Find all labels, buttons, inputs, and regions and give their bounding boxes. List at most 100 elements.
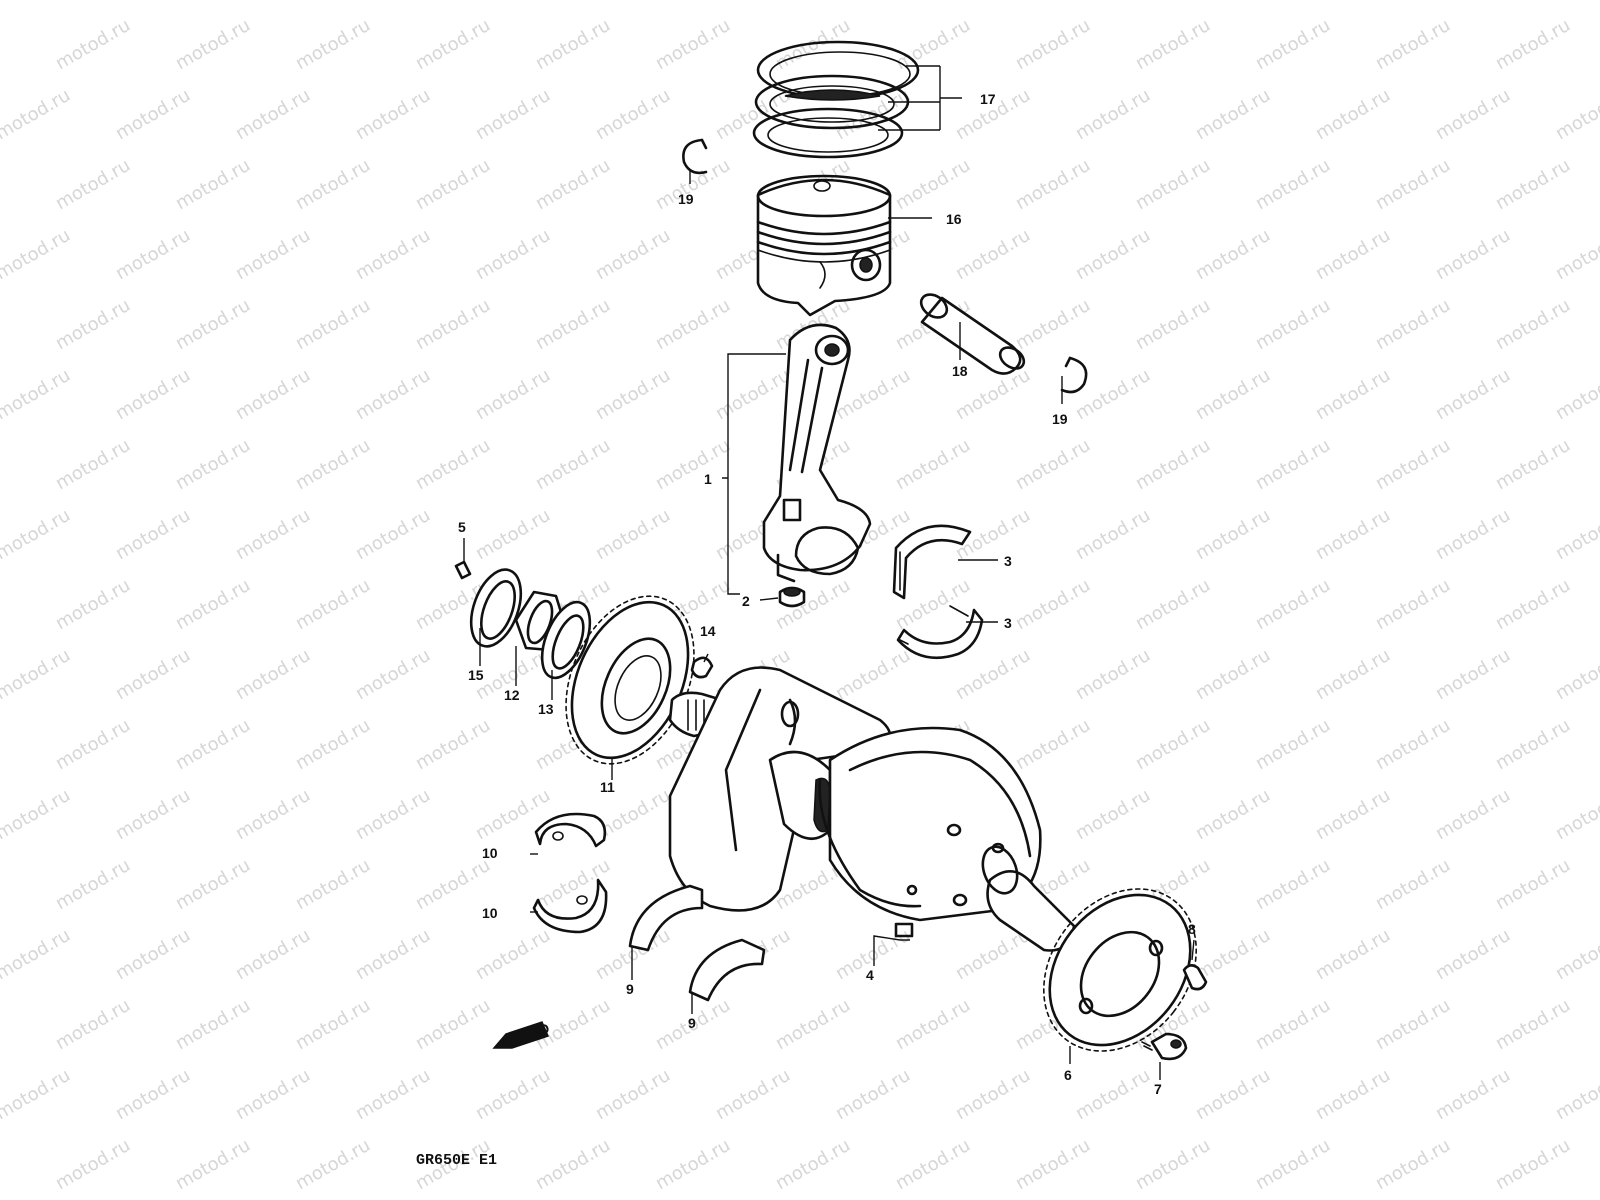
watermark-text: motod.ru (0, 1065, 74, 1124)
watermark-text: motod.ru (172, 435, 254, 494)
watermark-text: motod.ru (1012, 155, 1094, 214)
watermark-text: motod.ru (592, 225, 674, 284)
watermark-text: motod.ru (352, 785, 434, 844)
watermark-text: motod.ru (112, 365, 194, 424)
watermark-text: motod.ru (1132, 15, 1214, 74)
watermark-text: motod.ru (652, 1135, 734, 1194)
watermark-text: motod.ru (352, 1065, 434, 1124)
conrod-bearing-lower (896, 605, 984, 660)
watermark-text: motod.ru (1192, 925, 1274, 984)
watermark-text: motod.ru (532, 295, 614, 354)
watermark-text: motod.ru (892, 435, 974, 494)
watermark-text: motod.ru (112, 645, 194, 704)
watermark-text: motod.ru (1012, 575, 1094, 634)
watermark-text: motod.ru (472, 85, 554, 144)
watermark-text: motod.ru (472, 925, 554, 984)
watermark-text: motod.ru (1132, 155, 1214, 214)
thrust-washer-left (628, 884, 704, 952)
watermark-text: motod.ru (1372, 295, 1454, 354)
callout-10-upper: 10 (482, 845, 498, 861)
watermark-text: motod.ru (0, 925, 74, 984)
watermark-text: motod.ru (1552, 85, 1600, 144)
watermark-text: motod.ru (0, 225, 74, 284)
watermark-text: motod.ru (1252, 435, 1334, 494)
watermark-text: motod.ru (1492, 995, 1574, 1054)
watermark-text: motod.ru (1492, 155, 1574, 214)
watermark-text: motod.ru (112, 925, 194, 984)
watermark-text: motod.ru (1552, 785, 1600, 844)
watermark-text: motod.ru (1432, 225, 1514, 284)
watermark-text: motod.ru (1252, 15, 1334, 74)
watermark-text: motod.ru (1312, 925, 1394, 984)
watermark-text: motod.ru (1252, 715, 1334, 774)
watermark-text: motod.ru (172, 995, 254, 1054)
watermark-text: motod.ru (0, 505, 74, 564)
watermark-text: motod.ru (1432, 505, 1514, 564)
watermark-text: motod.ru (1012, 1135, 1094, 1194)
watermark-text: motod.ru (232, 925, 314, 984)
watermark-text: motod.ru (1012, 715, 1094, 774)
main-bearing-lower (532, 878, 608, 934)
watermark-text: motod.ru (892, 155, 974, 214)
main-bearing-upper (534, 812, 607, 848)
watermark-text: motod.ru (592, 365, 674, 424)
watermark-text: motod.ru (1432, 365, 1514, 424)
watermark-text: motod.ru (1432, 85, 1514, 144)
callout-6: 6 (1064, 1067, 1072, 1083)
callout-9-left: 9 (626, 981, 634, 997)
watermark-text: motod.ru (1132, 575, 1214, 634)
watermark-text: motod.ru (1372, 575, 1454, 634)
watermark-text: motod.ru (412, 715, 494, 774)
watermark-text: motod.ru (1372, 435, 1454, 494)
watermark-text: motod.ru (232, 505, 314, 564)
callout-labels: 17 16 19 18 19 1 2 3 3 5 15 12 13 11 14 … (458, 91, 1196, 1097)
watermark-text: motod.ru (412, 995, 494, 1054)
callout-3-upper: 3 (1004, 553, 1012, 569)
watermark-text: motod.ru (652, 435, 734, 494)
watermark-text: motod.ru (1552, 925, 1600, 984)
watermark-text: motod.ru (532, 155, 614, 214)
watermark-text: motod.ru (832, 645, 914, 704)
watermark-text: motod.ru (1372, 1135, 1454, 1194)
callout-1: 1 (704, 471, 712, 487)
watermark-text: motod.ru (292, 295, 374, 354)
watermark-text: motod.ru (1192, 1065, 1274, 1124)
watermark-text: motod.ru (772, 1135, 854, 1194)
watermark-text: motod.ru (472, 1065, 554, 1124)
watermark-text: motod.ru (172, 575, 254, 634)
watermark-text: motod.ru (0, 645, 74, 704)
watermark-text: motod.ru (1252, 1135, 1334, 1194)
callout-18: 18 (952, 363, 968, 379)
watermark-text: motod.ru (1252, 295, 1334, 354)
watermark-text: motod.ru (1492, 15, 1574, 74)
piston-rings (752, 40, 920, 159)
watermark-text: motod.ru (232, 785, 314, 844)
watermark-text: motod.ru (1372, 15, 1454, 74)
watermark-text: motod.ru (1252, 855, 1334, 914)
watermark-text: motod.ru (232, 225, 314, 284)
watermark-text: motod.ru (352, 925, 434, 984)
watermark-text: motod.ru (592, 1065, 674, 1124)
piston (756, 174, 892, 317)
watermark-text: motod.ru (52, 715, 134, 774)
watermark-text: motod.ru (1552, 1065, 1600, 1124)
watermark-text: motod.ru (172, 295, 254, 354)
watermark-text: motod.ru (292, 715, 374, 774)
thrust-washer-right (688, 938, 766, 1002)
watermark-text: motod.ru (112, 85, 194, 144)
watermark-text: motod.ru (232, 85, 314, 144)
watermark-text: motod.ru (1072, 645, 1154, 704)
watermark-text: motod.ru (172, 715, 254, 774)
watermark-text: motod.ru (52, 15, 134, 74)
watermark-text: motod.ru (352, 225, 434, 284)
callout-5: 5 (458, 519, 466, 535)
watermark-text: motod.ru (1432, 925, 1514, 984)
watermark-text: motod.ru (352, 85, 434, 144)
watermark-text: motod.ru (1192, 645, 1274, 704)
watermark-text: motod.ru (1372, 855, 1454, 914)
watermark-text: motod.ru (172, 155, 254, 214)
watermark-text: motod.ru (412, 295, 494, 354)
watermark-text: motod.ru (232, 645, 314, 704)
rod-nut (778, 586, 806, 608)
watermark-text: motod.ru (1312, 645, 1394, 704)
